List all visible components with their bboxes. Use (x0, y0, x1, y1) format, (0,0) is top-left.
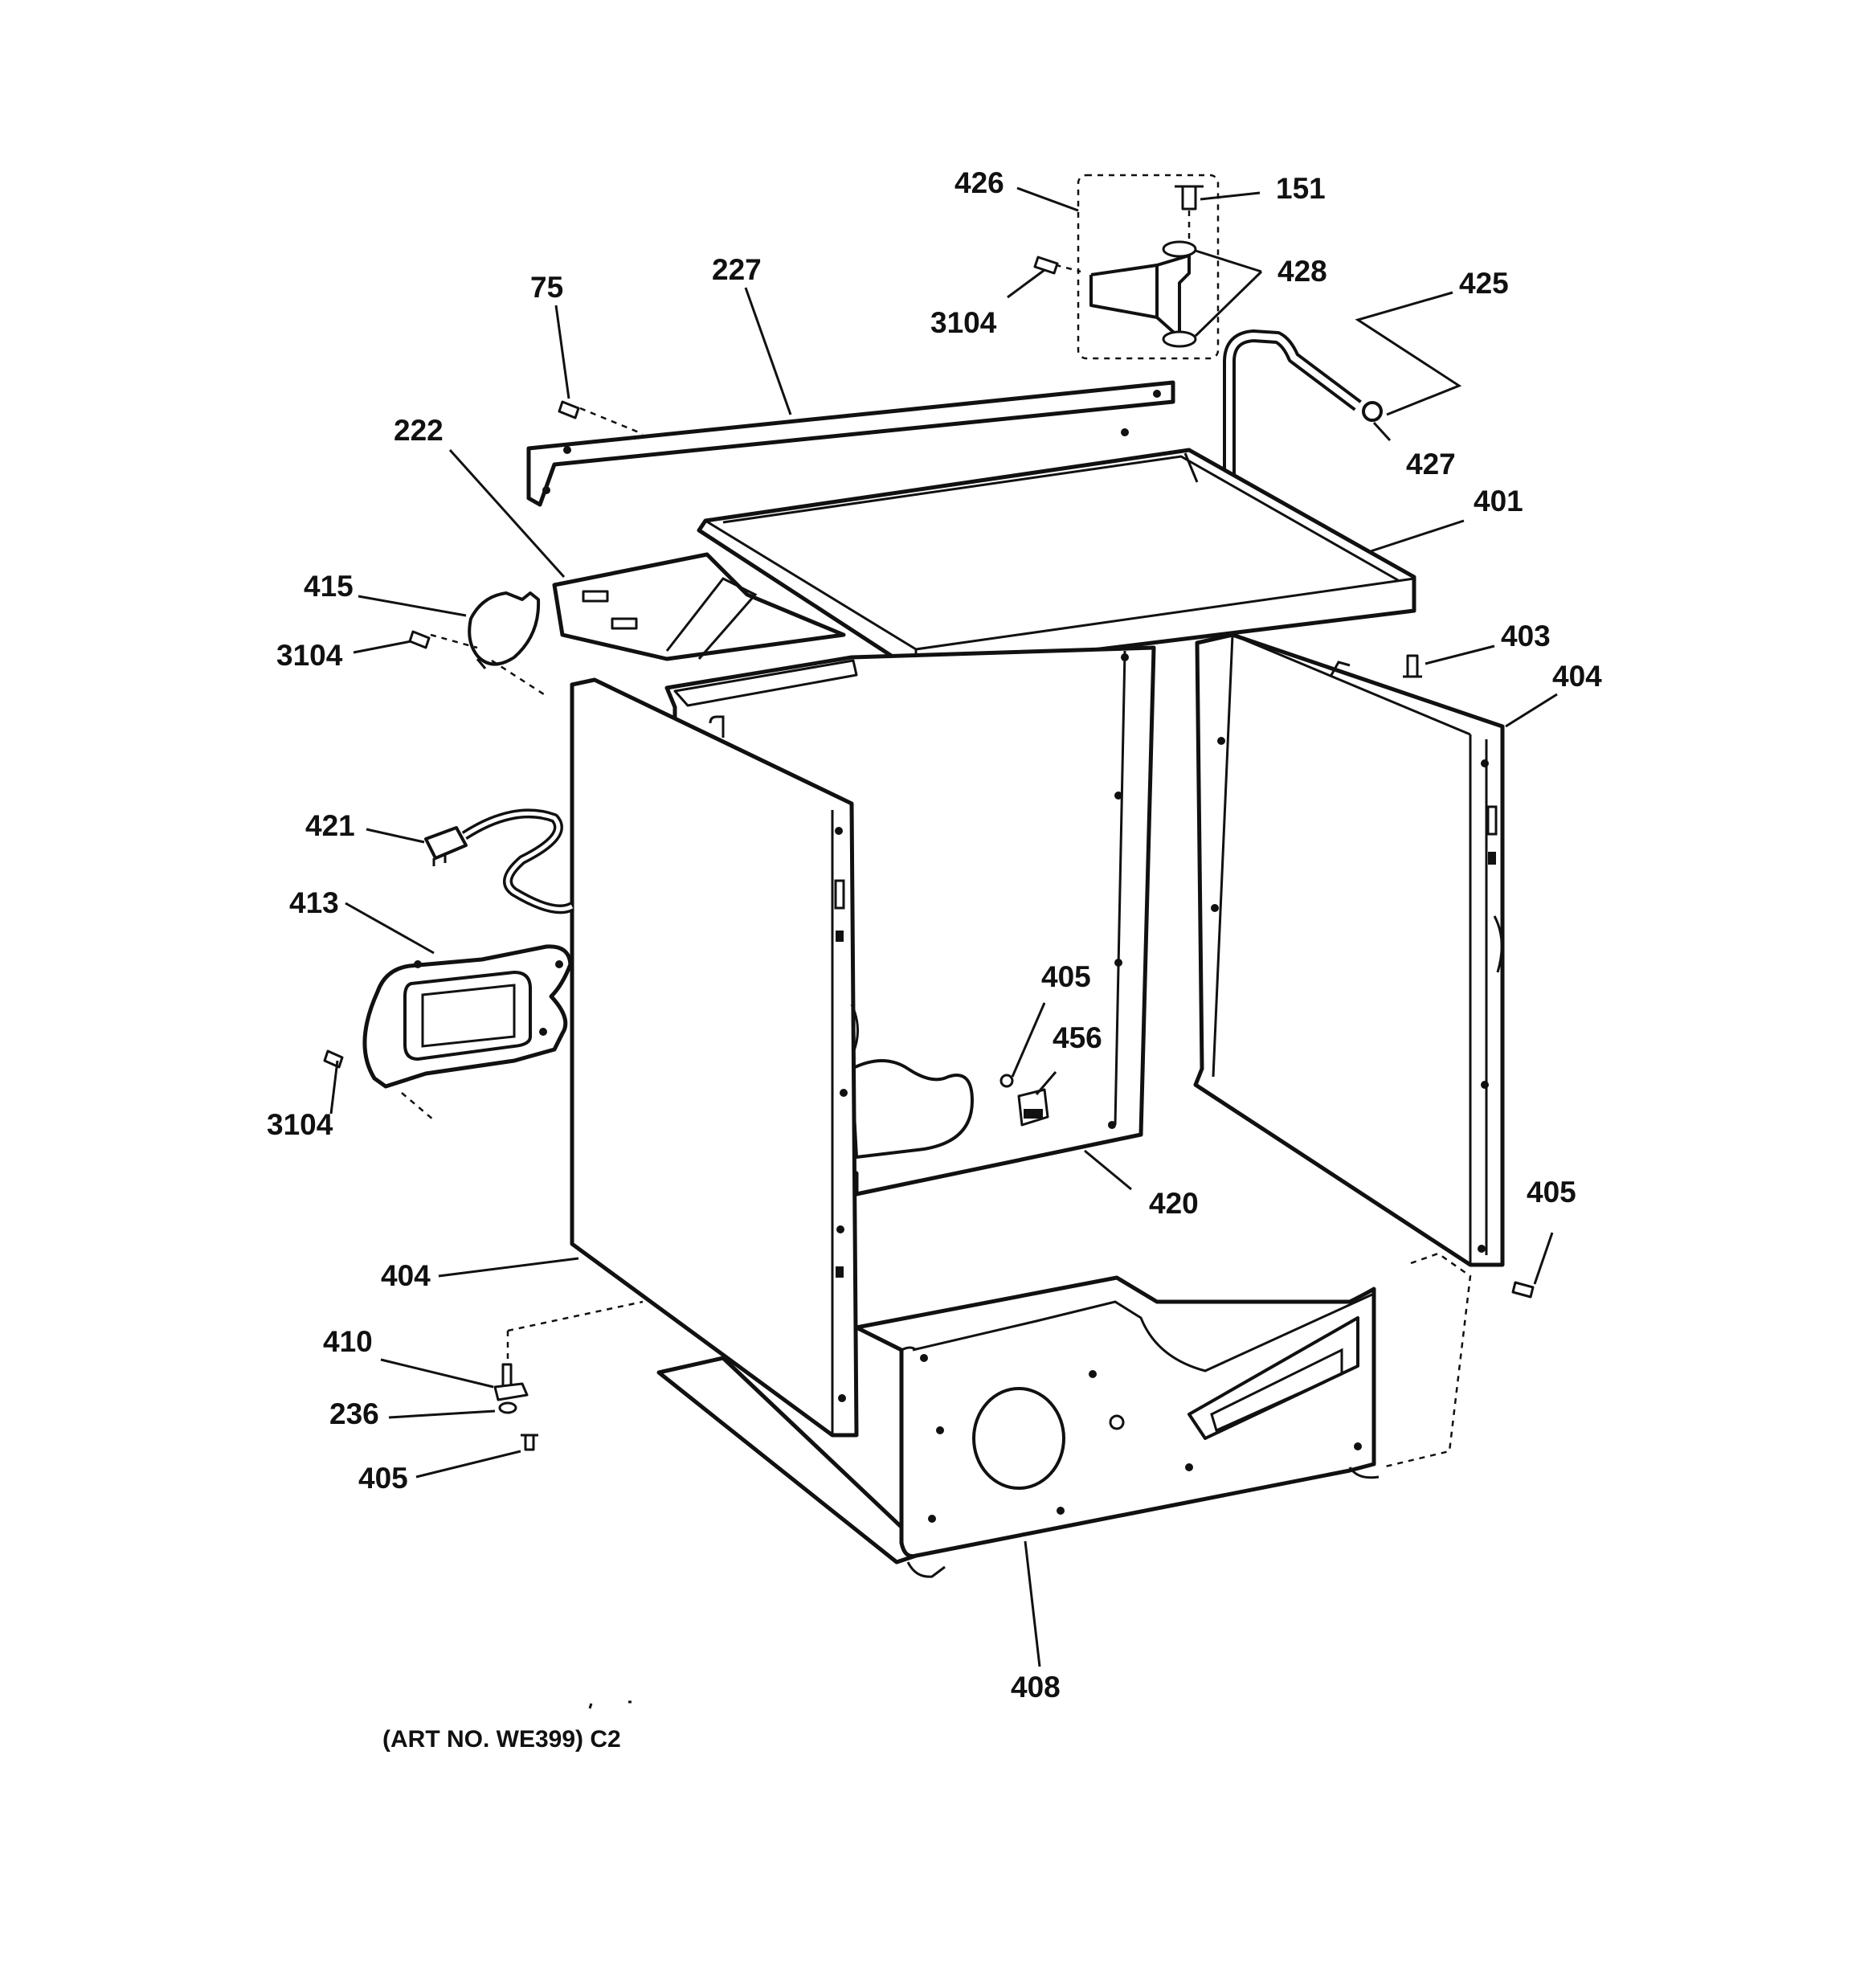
top-rail (526, 380, 1175, 507)
callout-456: 456 (1053, 1021, 1102, 1054)
callout-421: 421 (305, 809, 355, 842)
callout-405-right: 405 (1527, 1176, 1576, 1209)
cord-bracket (323, 944, 573, 1121)
callout-75: 75 (530, 271, 563, 304)
leveling-leg (493, 1300, 644, 1451)
callout-428: 428 (1277, 255, 1327, 288)
callout-401: 401 (1474, 485, 1523, 517)
leader-lines (329, 186, 1558, 1667)
right-side-panel (1193, 632, 1505, 1267)
callout-3104-bracket: 3104 (267, 1108, 333, 1141)
right-screw (1511, 1281, 1535, 1299)
callout-404-right: 404 (1552, 660, 1602, 693)
callout-410: 410 (323, 1325, 373, 1358)
callout-3104-hinge: 3104 (930, 306, 997, 339)
top-bracket (552, 552, 846, 661)
callout-415: 415 (304, 570, 354, 603)
callout-405-back: 405 (1041, 960, 1091, 993)
callout-413: 413 (289, 886, 339, 919)
power-cord (424, 808, 574, 914)
callout-426: 426 (954, 166, 1004, 199)
callout-405-leg: 405 (358, 1462, 408, 1495)
left-side-panel (570, 677, 859, 1438)
callout-420: 420 (1149, 1187, 1199, 1220)
callout-3104-cover: 3104 (276, 639, 343, 672)
door-rod-assembly (1223, 329, 1383, 489)
callout-404-left: 404 (381, 1259, 431, 1292)
art-number-caption: (ART NO. WE399) C2 (382, 1726, 621, 1753)
callout-403: 403 (1501, 620, 1551, 652)
callout-labels: 426 151 428 3104 425 75 227 427 222 401 … (267, 166, 1602, 1704)
callout-151: 151 (1276, 172, 1326, 205)
callout-227: 227 (712, 253, 762, 286)
callout-222: 222 (394, 414, 444, 447)
callout-236: 236 (329, 1397, 379, 1430)
hinge-assembly (1033, 174, 1220, 360)
callout-427: 427 (1406, 448, 1456, 481)
callout-408: 408 (1011, 1671, 1061, 1704)
callout-425: 425 (1459, 267, 1509, 300)
top-panel (697, 448, 1416, 674)
cabinet-base (656, 1252, 1472, 1578)
access-cover (408, 591, 547, 697)
